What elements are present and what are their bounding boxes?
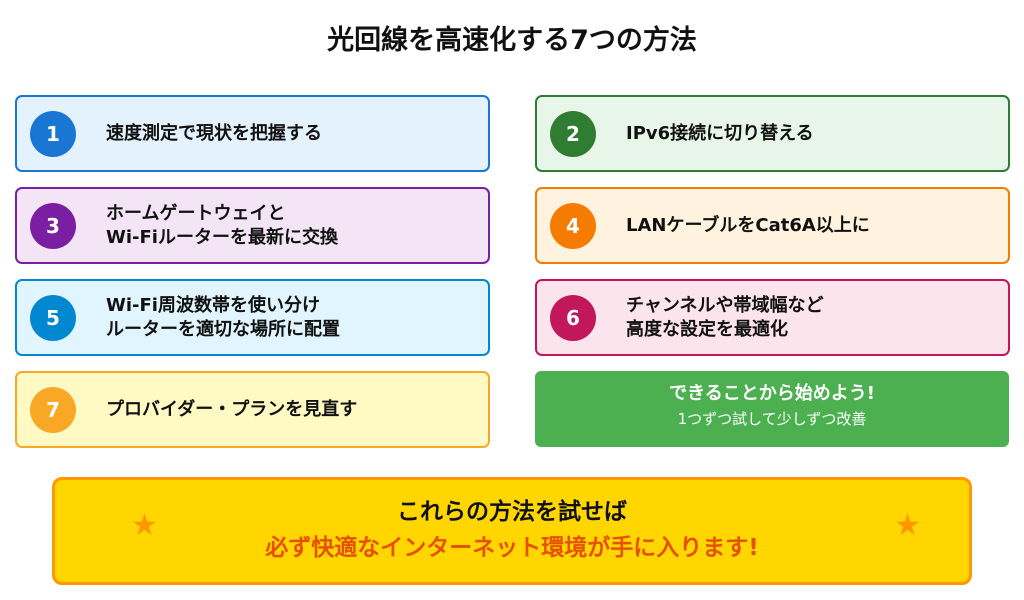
star-icon: ★	[131, 508, 158, 543]
method-text: Wi-Fi周波数帯を使い分け ルーターを適切な場所に配置	[106, 294, 340, 340]
number-badge: 6	[550, 294, 596, 341]
method-text: ホームゲートウェイと Wi-Fiルーターを最新に交換	[106, 202, 338, 248]
method-card-7: 7 プロバイダー・プランを見直す	[15, 371, 490, 448]
number-badge: 3	[30, 202, 76, 249]
cta-headline: できることから始めよう!	[669, 383, 875, 404]
method-card-3: 3 ホームゲートウェイと Wi-Fiルーターを最新に交換	[15, 187, 490, 264]
method-text: プロバイダー・プランを見直す	[106, 398, 358, 420]
cta-box: できることから始めよう! 1つずつ試して少しずつ改善	[535, 371, 1009, 447]
number-badge: 7	[30, 386, 76, 433]
number-badge: 4	[550, 202, 596, 249]
number-badge: 2	[550, 110, 596, 157]
method-text: チャンネルや帯域幅など 高度な設定を最適化	[626, 294, 824, 340]
method-card-5: 5 Wi-Fi周波数帯を使い分け ルーターを適切な場所に配置	[15, 279, 490, 356]
cta-subtext: 1つずつ試して少しずつ改善	[677, 410, 867, 428]
conclusion-banner: ★ ★ これらの方法を試せば 必ず快適なインターネット環境が手に入ります!	[52, 477, 972, 585]
number-badge: 1	[30, 110, 76, 157]
method-card-1: 1 速度測定で現状を把握する	[15, 95, 490, 172]
method-card-2: 2 IPv6接続に切り替える	[535, 95, 1010, 172]
method-card-6: 6 チャンネルや帯域幅など 高度な設定を最適化	[535, 279, 1010, 356]
banner-line-1: これらの方法を試せば	[397, 499, 627, 525]
method-card-4: 4 LANケーブルをCat6A以上に	[535, 187, 1010, 264]
star-icon: ★	[894, 508, 921, 543]
number-badge: 5	[30, 294, 76, 341]
method-text: IPv6接続に切り替える	[626, 122, 814, 144]
page-title: 光回線を高速化する7つの方法	[327, 25, 697, 56]
banner-line-2: 必ず快適なインターネット環境が手に入ります!	[265, 535, 759, 561]
method-text: 速度測定で現状を把握する	[106, 122, 322, 144]
method-text: LANケーブルをCat6A以上に	[626, 214, 870, 236]
